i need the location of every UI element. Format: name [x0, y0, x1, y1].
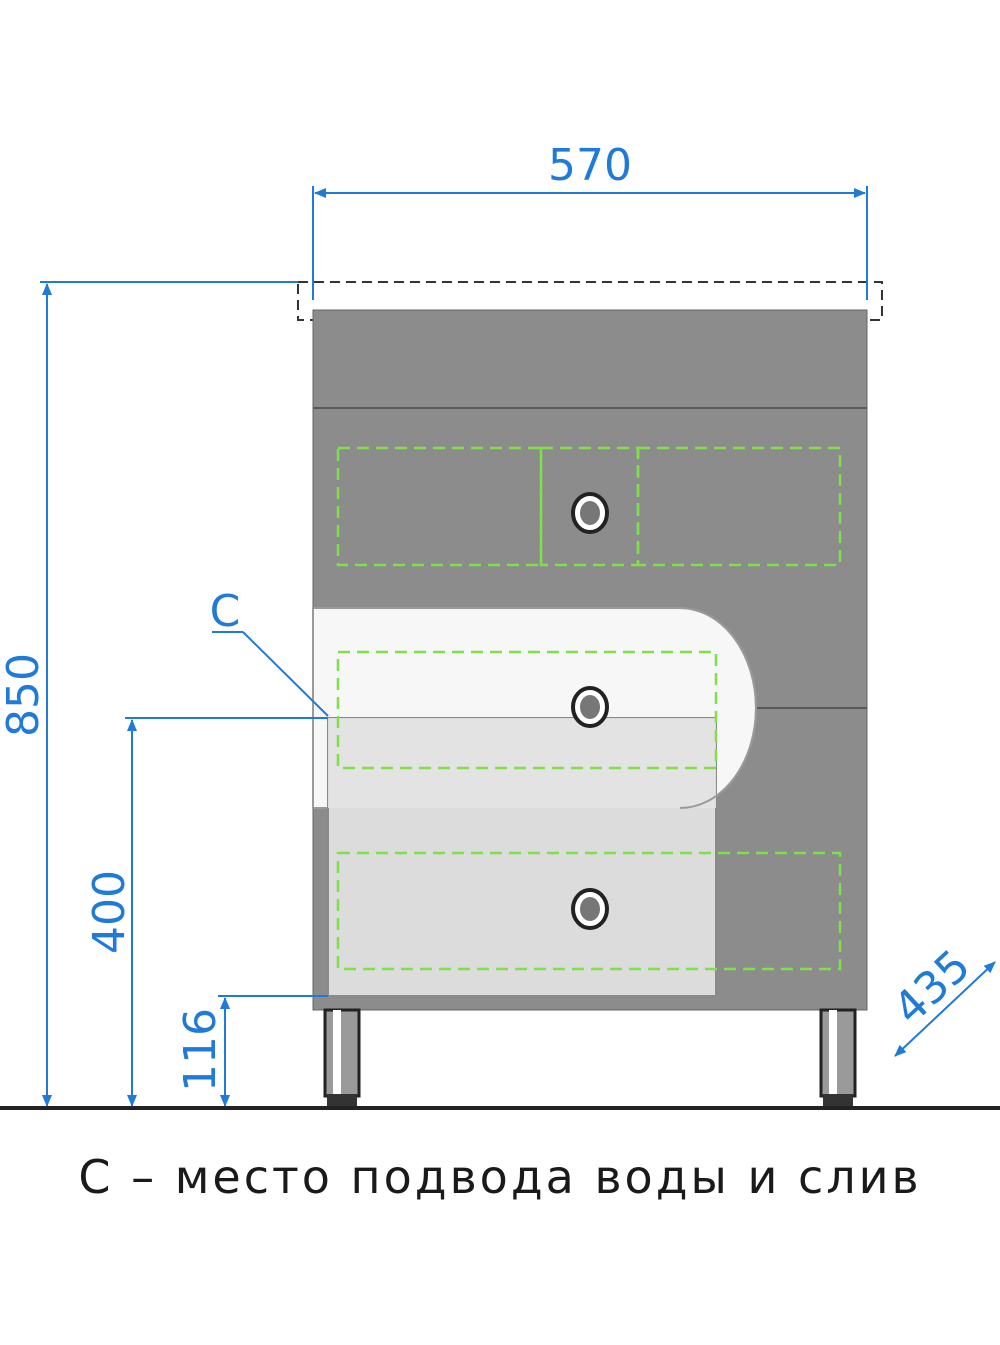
depth-dim-line — [894, 961, 996, 1057]
middle-drawer-arc — [679, 607, 757, 809]
middle-drawer-overlay — [328, 718, 716, 808]
callout-leader-diag — [242, 631, 329, 717]
right-leg — [819, 1008, 857, 1098]
hidden-top-left-box — [336, 446, 543, 567]
caption: C – место подвода воды и слив — [78, 1150, 922, 1204]
hidden-bottom-box — [336, 851, 842, 971]
leg-height-label: 116 — [175, 1008, 226, 1092]
hidden-top-right-box — [636, 446, 842, 567]
inlet-height-label: 400 — [84, 870, 135, 954]
total-height-label: 850 — [0, 653, 49, 737]
depth-label: 435 — [884, 940, 980, 1035]
width-label: 570 — [548, 140, 632, 191]
callout-label: C — [210, 586, 241, 637]
left-leg — [323, 1008, 361, 1098]
